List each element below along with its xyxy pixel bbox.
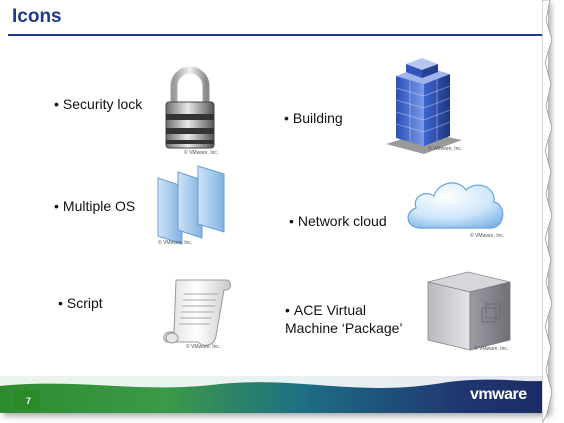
security-lock-icon <box>165 66 215 149</box>
bullet-multiple-os: •Multiple OS <box>54 198 136 214</box>
copyright-label: © VMware, Inc. <box>158 240 193 246</box>
bullet-security-lock: •Security lock <box>54 96 143 112</box>
copyright-label: © VMware, Inc. <box>184 150 219 156</box>
bullet-label: Script <box>66 295 103 311</box>
ace-package-icon <box>427 271 511 351</box>
bullet-label: Multiple OS <box>62 198 136 214</box>
bullet-label: Network cloud <box>297 213 387 229</box>
copyright-label: © VMware, Inc. <box>186 344 221 350</box>
building-icon <box>386 58 462 154</box>
footer-band <box>0 376 548 413</box>
bullet-building: •Building <box>284 110 343 126</box>
multiple-os-icon <box>157 165 225 245</box>
vmware-logo: vmware <box>470 386 527 403</box>
slide-title: Icons <box>12 6 62 27</box>
page-number: 7 <box>26 396 32 406</box>
bullet-label: Security lock <box>62 96 143 112</box>
network-cloud-icon <box>407 182 504 229</box>
bullet-label: Building <box>292 110 343 126</box>
torn-edge <box>542 0 553 423</box>
title-rule <box>8 34 546 36</box>
copyright-label: © VMware, Inc. <box>428 146 463 152</box>
bullet-label-line2: Machine ‘Package’ <box>285 320 403 336</box>
copyright-label: © VMware, Inc. <box>470 233 505 239</box>
script-icon <box>163 279 231 346</box>
copyright-label: © VMware, Inc. <box>474 346 509 352</box>
slide: Icons •Security lock •Multiple OS •Scrip… <box>0 6 548 413</box>
bullet-network-cloud: •Network cloud <box>289 213 387 229</box>
bullet-script: •Script <box>58 295 103 311</box>
bullet-ace-vm-package: •ACE Virtual Machine ‘Package’ <box>285 302 403 336</box>
bullet-label: ACE Virtual <box>293 302 367 318</box>
